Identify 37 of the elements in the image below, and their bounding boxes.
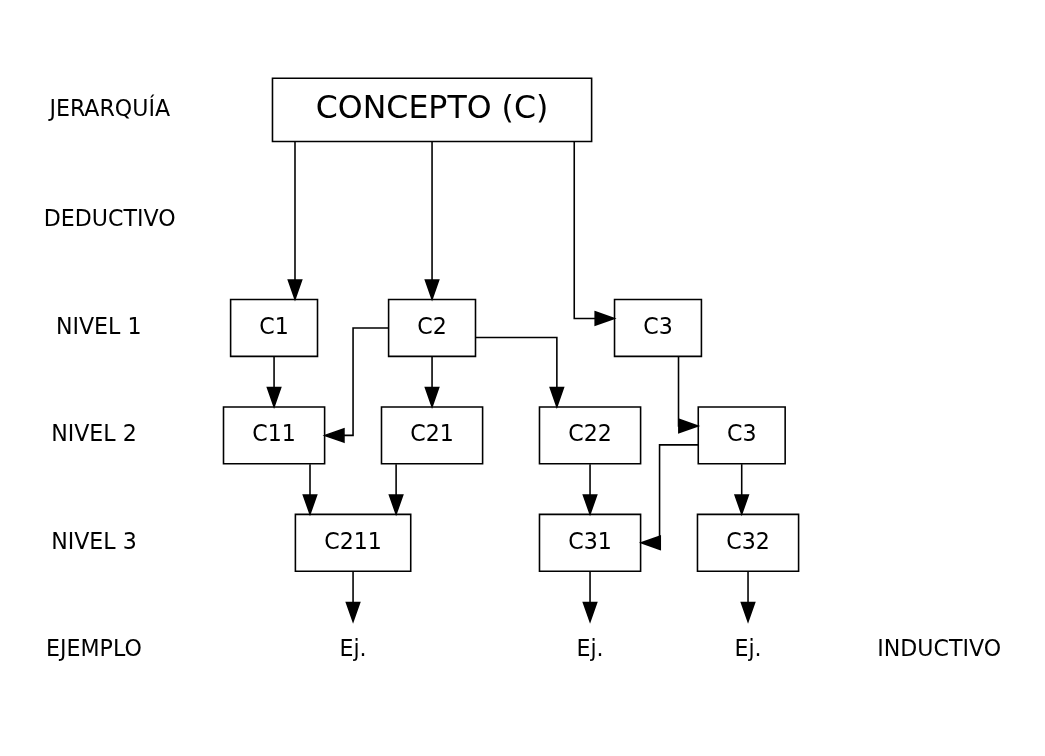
node-box: C31	[538, 513, 642, 572]
label: INDUCTIVO	[877, 634, 1002, 661]
arrow	[474, 336, 565, 409]
arrow	[424, 355, 440, 409]
arrow	[287, 140, 303, 301]
node-box: C1	[229, 298, 319, 357]
label: EJEMPLO	[46, 634, 142, 661]
label: NIVEL 2	[51, 419, 137, 446]
arrow	[740, 570, 756, 624]
node-text: Ej.	[339, 634, 367, 661]
arrow	[677, 355, 701, 434]
arrow	[582, 462, 598, 516]
arrow	[322, 326, 390, 443]
node-text: Ej.	[576, 634, 604, 661]
arrow	[582, 570, 598, 624]
node-box: C22	[538, 405, 642, 465]
node-box: CONCEPTO (C)	[271, 77, 593, 142]
node-box: C32	[696, 513, 800, 572]
arrow	[302, 462, 318, 516]
node-box: C21	[380, 405, 484, 465]
node-text: Ej.	[734, 634, 762, 661]
label: DEDUCTIVO	[43, 204, 176, 231]
label: JERARQUÍA	[49, 94, 171, 121]
arrow	[573, 140, 617, 326]
node-box: C2	[387, 298, 477, 357]
label: NIVEL 3	[51, 527, 137, 554]
label: NIVEL 1	[55, 312, 142, 339]
arrow	[388, 462, 404, 516]
arrow	[638, 443, 699, 551]
arrow	[345, 570, 361, 624]
node-box: C3	[613, 298, 703, 357]
arrow	[733, 462, 750, 516]
node-box: C3	[697, 405, 786, 465]
node-box: C11	[222, 405, 326, 465]
arrow	[424, 140, 440, 301]
arrow	[266, 355, 282, 409]
node-box: C211	[294, 513, 412, 572]
